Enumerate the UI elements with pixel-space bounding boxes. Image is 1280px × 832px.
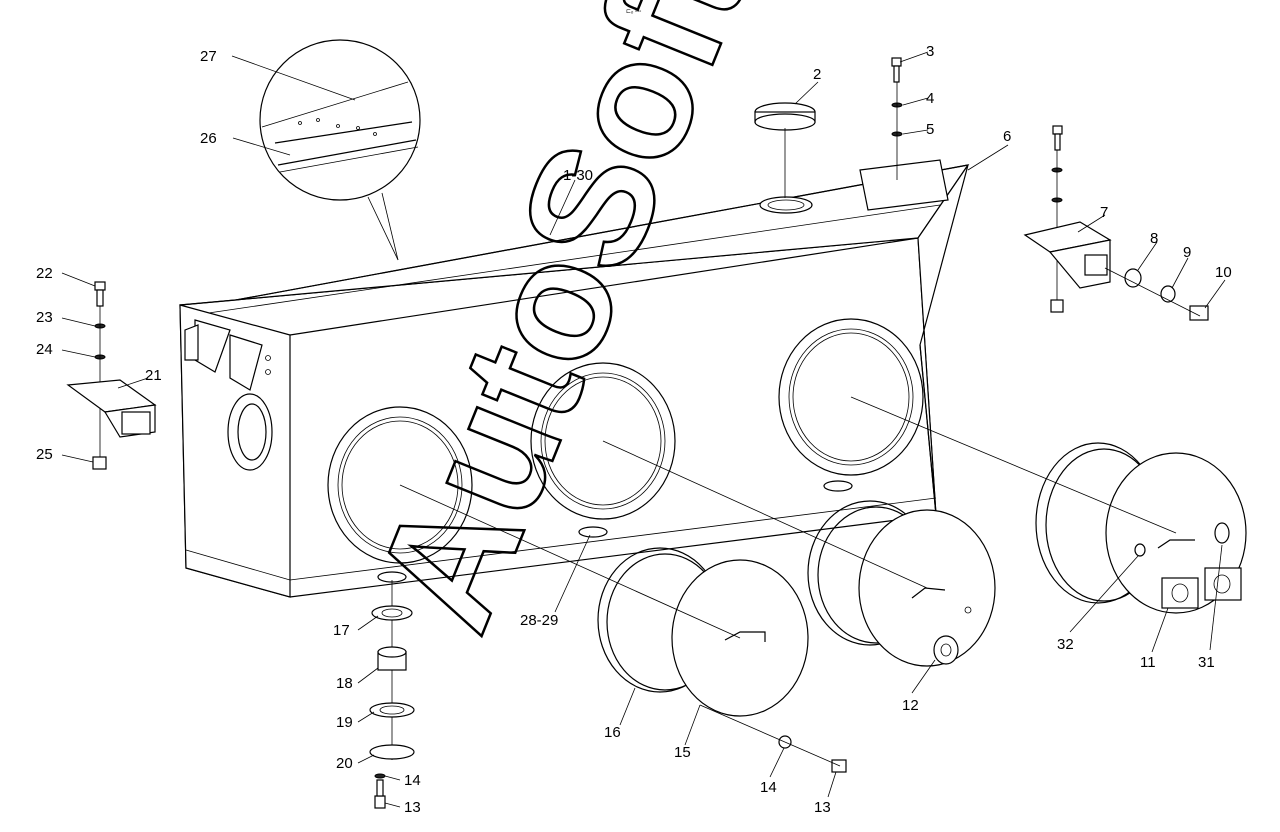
callout-labels: 27 26 1-30 2 3 4 5 6 7 8 9 10 22 23 24 2… — [36, 43, 1232, 816]
callout-20: 20 — [336, 755, 353, 772]
callout-18: 18 — [336, 675, 353, 692]
callout-27: 27 — [200, 48, 217, 65]
callout-15: 15 — [674, 744, 691, 761]
callout-1-30: 1-30 — [563, 167, 593, 184]
callout-14-right: 14 — [760, 779, 777, 796]
callout-9: 9 — [1183, 244, 1191, 261]
callout-26: 26 — [200, 130, 217, 147]
callout-28-29: 28-29 — [520, 612, 558, 629]
callout-19: 19 — [336, 714, 353, 731]
cover-left — [399, 484, 847, 773]
callout-32: 32 — [1057, 636, 1074, 653]
side-port — [227, 393, 273, 471]
callout-7: 7 — [1100, 204, 1108, 221]
callout-23: 23 — [36, 309, 53, 326]
callout-17: 17 — [333, 622, 350, 639]
bracket-right — [1023, 125, 1209, 321]
callout-31: 31 — [1198, 654, 1215, 671]
drain-stack — [369, 580, 415, 809]
callout-21: 21 — [145, 367, 162, 384]
callout-3: 3 — [926, 43, 934, 60]
callout-8: 8 — [1150, 230, 1158, 247]
callout-22: 22 — [36, 265, 53, 282]
filler-cap — [754, 102, 816, 198]
callout-13-right: 13 — [814, 799, 831, 816]
callout-12: 12 — [902, 697, 919, 714]
leader-lines — [61, 51, 1226, 808]
callout-11: 11 — [1140, 654, 1156, 671]
bolt-stack-top — [891, 57, 903, 180]
callout-2: 2 — [813, 66, 821, 83]
callout-5: 5 — [926, 121, 934, 138]
bracket-left — [66, 281, 157, 470]
top-mark: ⊏ₒ ▫▫▫ — [626, 9, 641, 15]
cover-middle — [602, 440, 996, 667]
callout-25: 25 — [36, 446, 53, 463]
callout-13-left: 13 — [404, 799, 421, 816]
cover-right — [850, 396, 1247, 614]
callout-10: 10 — [1215, 264, 1232, 281]
detail-magnifier — [259, 39, 421, 261]
callout-6: 6 — [1003, 128, 1011, 145]
callout-24: 24 — [36, 341, 53, 358]
callout-4: 4 — [926, 90, 934, 107]
callout-16: 16 — [604, 724, 621, 741]
callout-14-left: 14 — [404, 772, 421, 789]
